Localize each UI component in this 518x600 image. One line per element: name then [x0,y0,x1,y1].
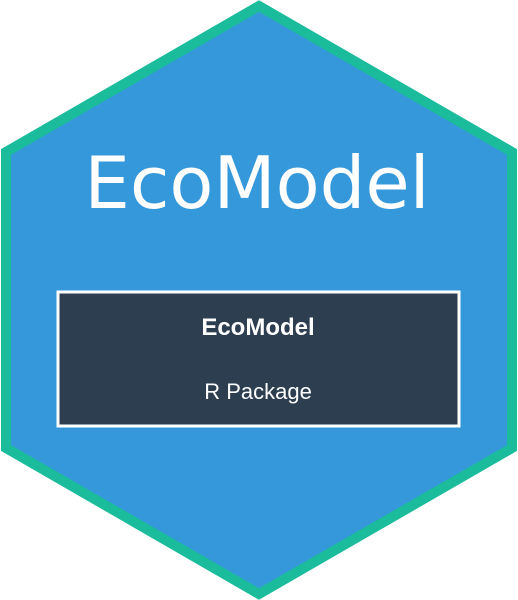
info-panel [56,290,461,428]
info-panel-subtitle: R Package [204,379,312,404]
info-panel-title: EcoModel [201,314,314,341]
sticker-title: EcoModel [84,141,429,225]
